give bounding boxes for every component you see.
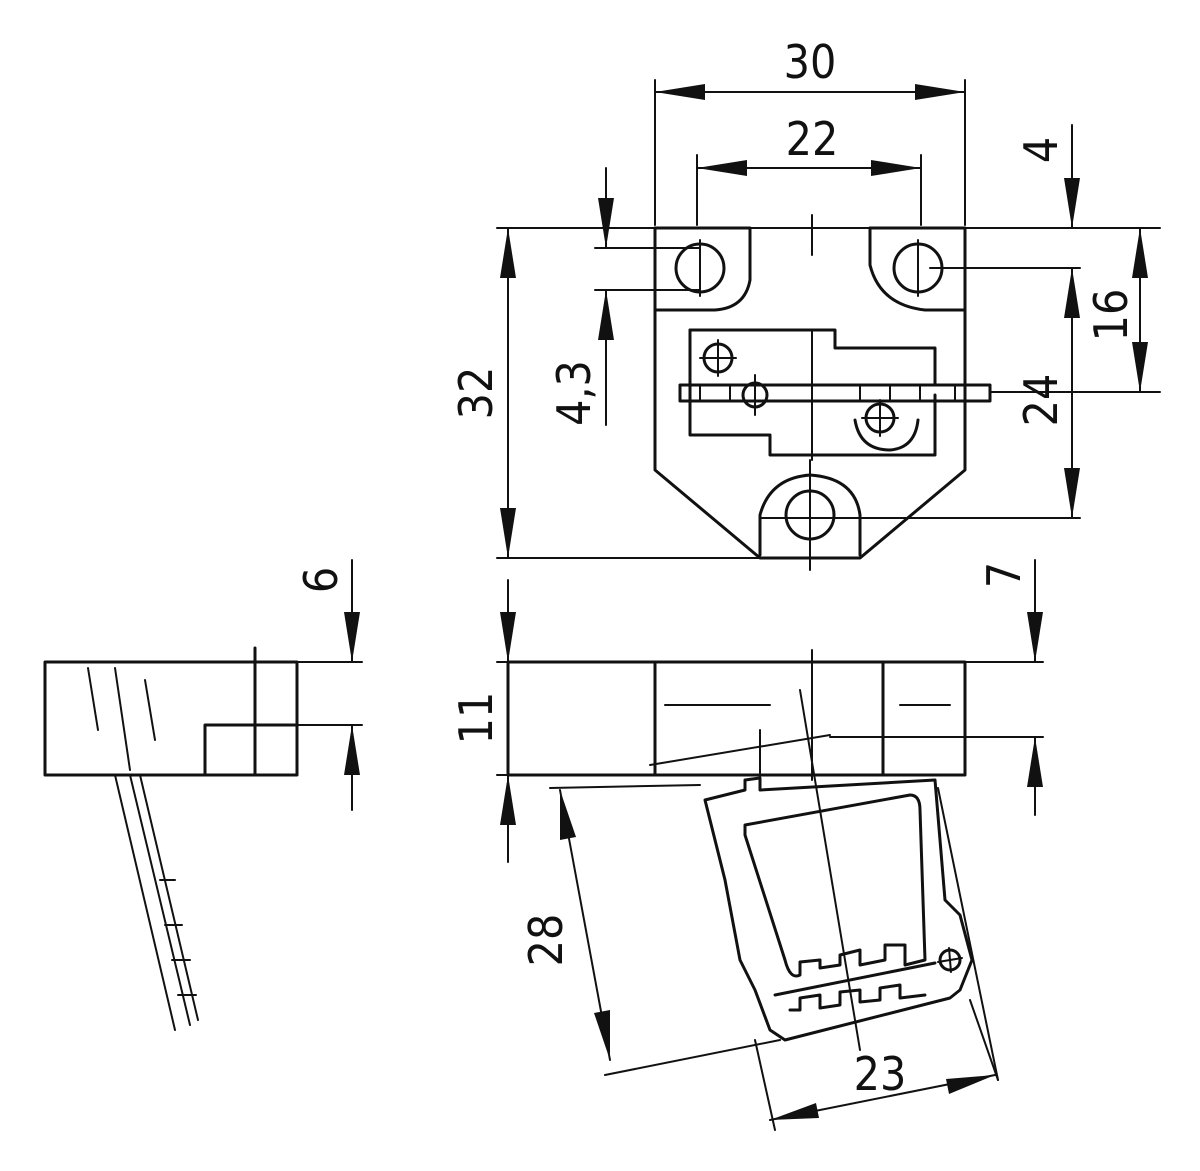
- dim-4-label: 4: [1014, 137, 1068, 163]
- dim-16-label: 16: [1084, 289, 1138, 342]
- top-view: 30 22 32 4,3 4 24 16: [449, 35, 1161, 571]
- dim-28-label: 28: [519, 914, 573, 967]
- dim-6-label: 6: [294, 567, 348, 593]
- side-view: 6: [43, 559, 363, 1031]
- front-view: 11 7: [449, 559, 1044, 863]
- connector-view: 28 23: [519, 689, 999, 1131]
- dim-22-label: 22: [786, 112, 839, 166]
- dim-11-label: 11: [449, 692, 503, 745]
- dim-7-label: 7: [977, 562, 1031, 588]
- dim-24-label: 24: [1014, 374, 1068, 427]
- dim-30-label: 30: [784, 35, 837, 89]
- dim-4-3-label: 4,3: [547, 360, 601, 426]
- dim-32-label: 32: [449, 367, 503, 420]
- dim-23-label: 23: [854, 1047, 907, 1101]
